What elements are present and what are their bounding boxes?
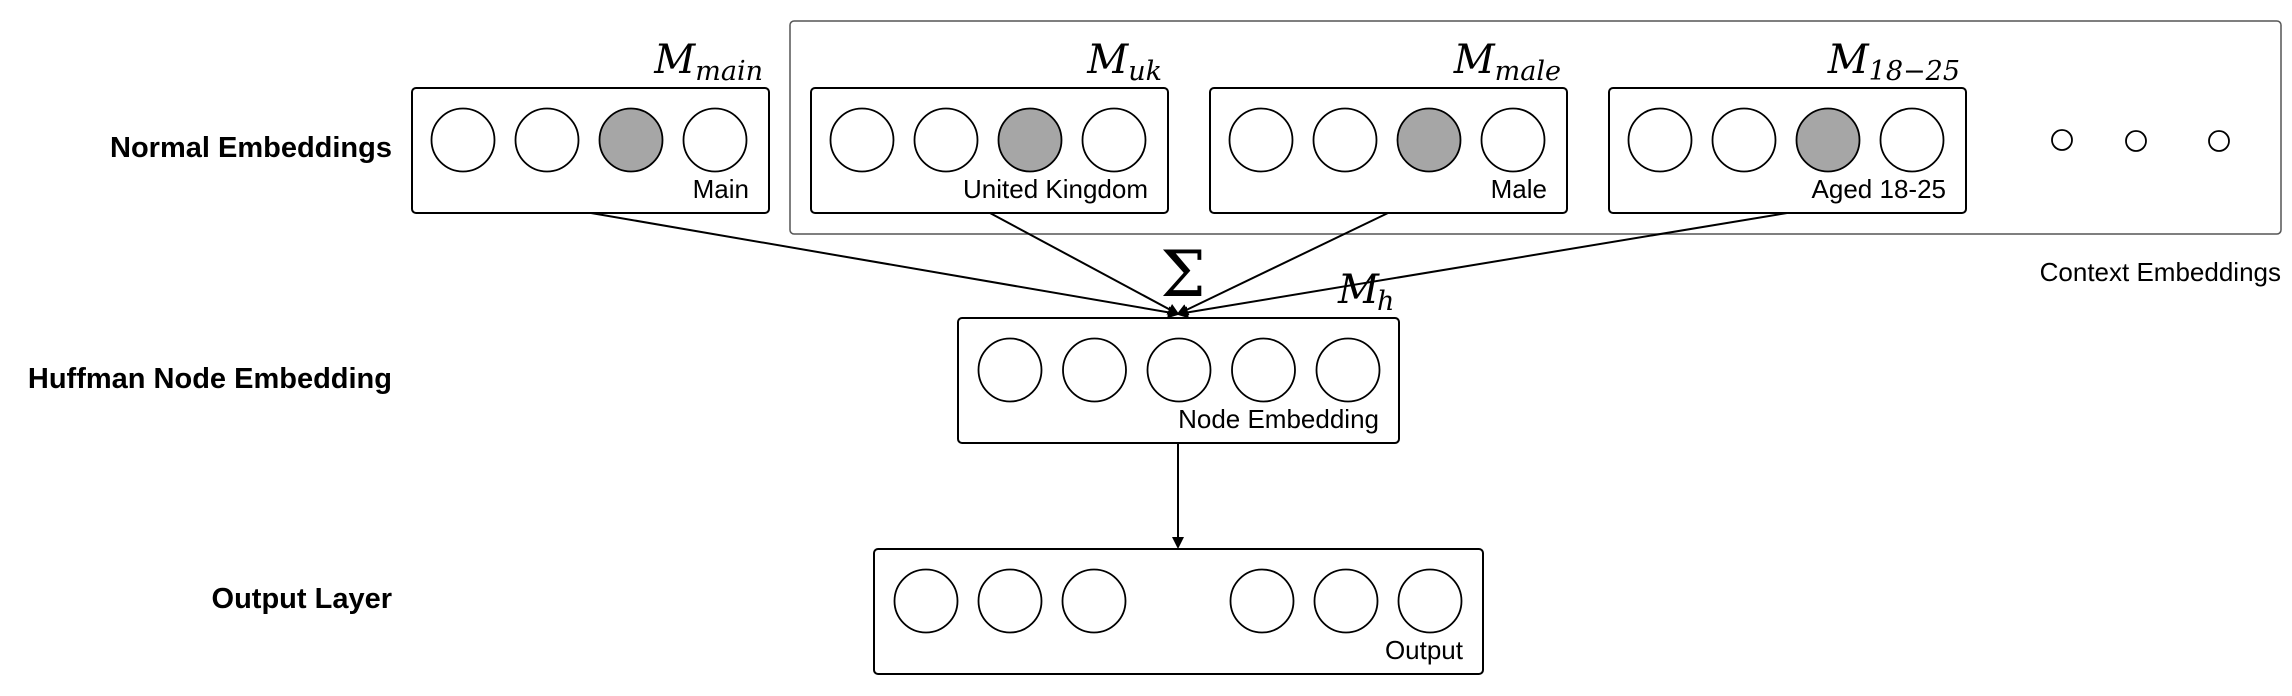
edge-male-to-sum <box>1176 212 1389 316</box>
ellipsis-dot <box>2208 130 2230 152</box>
matrix-subscript: main <box>695 56 763 87</box>
embedding-box-male <box>1209 87 1568 214</box>
row-label-normal-embeddings: Normal Embeddings <box>110 132 392 164</box>
output-unit <box>1061 568 1127 634</box>
matrix-letter: M <box>1827 37 1870 83</box>
embedding-male: Male Mmale <box>1209 37 1568 214</box>
node-unit <box>1146 337 1212 403</box>
sum-edges <box>590 212 1788 319</box>
matrix-letter: M <box>653 37 696 83</box>
ellipsis-dot <box>2051 129 2073 151</box>
edge-age-to-sum <box>1176 212 1788 319</box>
node-unit <box>1231 337 1296 403</box>
embedding-uk: United Kingdom Muk <box>810 37 1169 214</box>
output-unit <box>1397 568 1463 634</box>
node-embedding-label: Node Embedding <box>1178 404 1379 434</box>
row-label-output-layer: Output Layer <box>212 583 392 615</box>
matrix-subscript: male <box>1495 56 1561 87</box>
embedding-unit <box>829 107 895 173</box>
embedding-unit <box>1228 107 1294 173</box>
ellipsis-dot <box>2125 130 2147 152</box>
embedding-unit <box>1396 107 1462 173</box>
matrix-letter: M <box>1086 37 1129 83</box>
embedding-box-age <box>1608 87 1967 214</box>
embedding-unit <box>1081 107 1147 173</box>
node-matrix-letter: M <box>1337 267 1380 313</box>
embedding-main: Main Mmain <box>411 37 770 214</box>
embedding-label-male: Male <box>1491 174 1547 204</box>
output-unit <box>1229 568 1295 634</box>
node-matrix-subscript: h <box>1377 286 1394 317</box>
embedding-age: Aged 18-25 M18−25 <box>1608 37 1967 214</box>
output-unit <box>977 568 1043 634</box>
node-unit <box>1315 337 1381 403</box>
matrix-letter: M <box>1453 37 1496 83</box>
embedding-label-main: Main <box>693 174 749 204</box>
context-embeddings-group <box>789 20 2282 235</box>
output-unit <box>1313 568 1379 634</box>
output-units <box>893 568 1463 634</box>
matrix-label-main: Mmain <box>653 37 763 87</box>
ellipsis <box>2051 129 2230 152</box>
embedding-unit <box>1312 107 1378 173</box>
matrix-subscript: uk <box>1128 56 1162 87</box>
embedding-label-age: Aged 18-25 <box>1812 174 1946 204</box>
context-embeddings-label: Context Embeddings <box>2040 257 2281 287</box>
output-unit <box>893 568 959 634</box>
embedding-box-main <box>411 87 770 214</box>
edge-uk-to-sum <box>989 212 1180 315</box>
embedding-unit <box>598 107 664 173</box>
sum-symbol: Σ <box>1160 238 1205 312</box>
embedding-label-uk: United Kingdom <box>963 174 1148 204</box>
matrix-label-uk: Muk <box>1086 37 1162 87</box>
matrix-label-male: Mmale <box>1453 37 1561 87</box>
embedding-unit <box>997 107 1063 173</box>
embedding-unit <box>1480 107 1546 173</box>
embedding-unit <box>430 107 496 173</box>
matrix-label-age: M18−25 <box>1827 37 1960 87</box>
node-unit <box>1062 337 1127 403</box>
embedding-unit <box>1879 107 1945 173</box>
embedding-unit <box>1627 107 1693 173</box>
row-label-huffman-node-embedding: Huffman Node Embedding <box>28 363 392 395</box>
node-unit <box>977 337 1043 403</box>
embedding-box-uk <box>810 87 1169 214</box>
embedding-unit <box>1795 107 1861 173</box>
node-matrix-label: M h <box>1337 267 1394 317</box>
matrix-subscript: 18−25 <box>1869 56 1960 87</box>
edge-main-to-sum <box>590 212 1180 319</box>
embedding-unit <box>682 107 748 173</box>
embedding-unit <box>1711 107 1777 173</box>
node-embedding-units <box>977 337 1381 403</box>
output-label: Output <box>1385 635 1464 665</box>
embedding-unit <box>514 107 580 173</box>
embedding-unit <box>913 107 979 173</box>
